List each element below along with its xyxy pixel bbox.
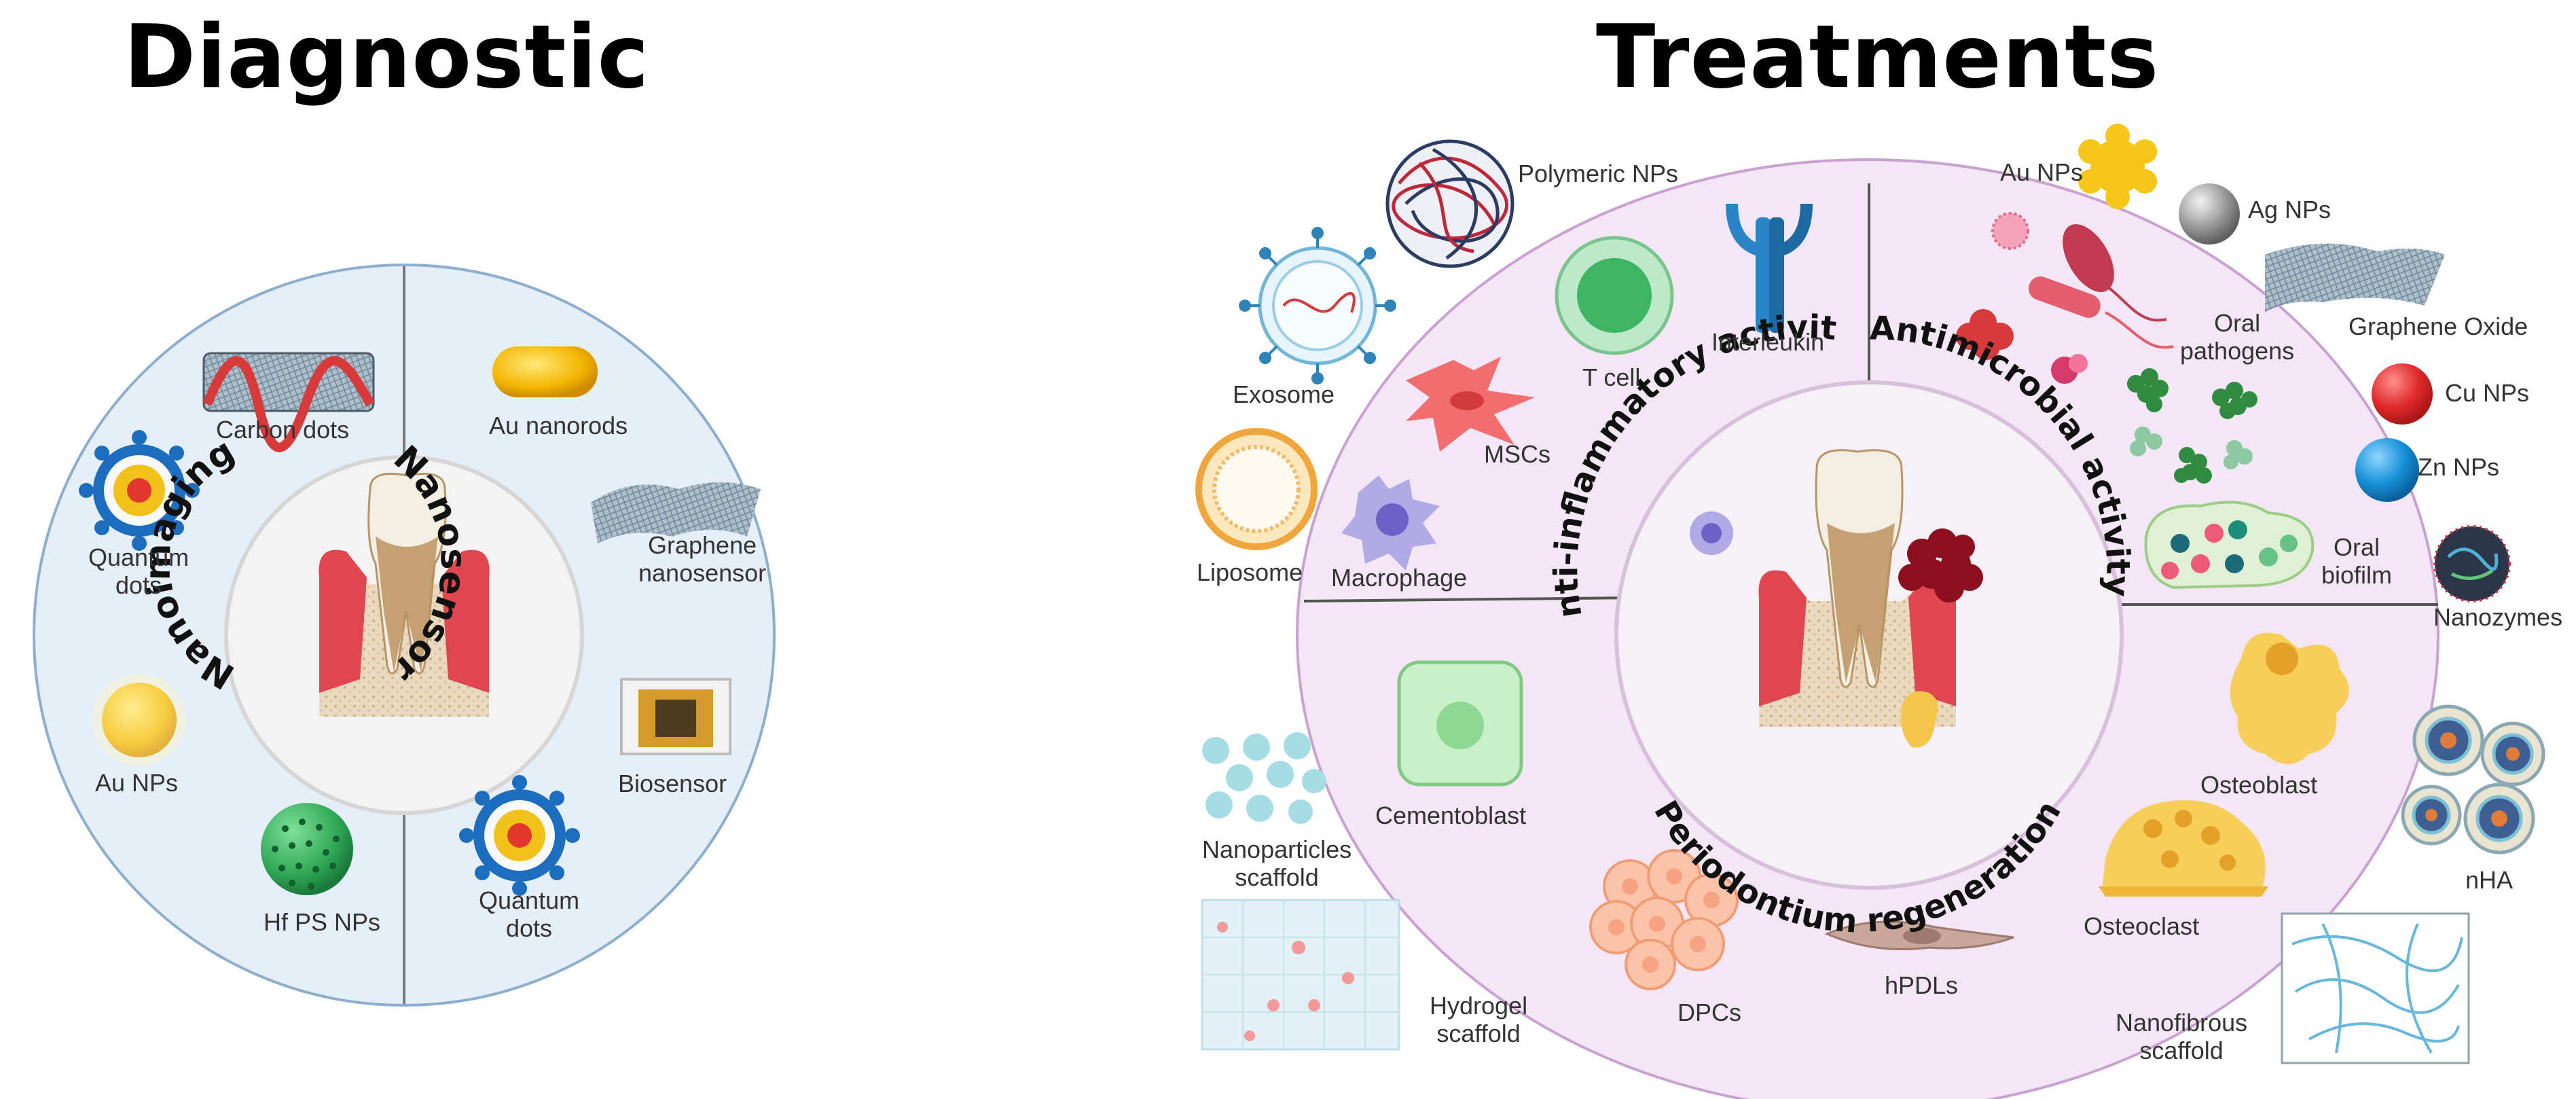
polymeric-nps-icon [1385,139,1514,268]
oral-pathogens-icon [1956,212,2174,384]
osteoclast-label: Osteoclast [2084,912,2200,940]
osteoclast-icon [2099,800,2268,897]
mscs-label: MSCs [1484,440,1550,468]
macrophage-icon [1341,475,1440,571]
t-cell-label: T cell [1582,363,1641,391]
osteoblast-icon [2230,632,2349,764]
exosome-icon [1239,227,1396,384]
hpdls-icon [1824,920,2014,950]
nanozymes-icon [2433,525,2511,602]
biosensor-icon [620,678,731,755]
liposome-label: Liposome [1197,558,1303,586]
bacteria-clusters-icon [2127,368,2257,484]
cu-nps-icon [2372,363,2433,425]
au-nps-right-icon [2078,124,2157,209]
diagnostic-title: Diagnostic [124,7,650,108]
au-nps-left-icon [102,683,177,757]
au-nps-right-label: Au NPs [2000,158,2084,186]
diagnostic-tooth-icon [319,473,490,717]
cu-nps-label: Cu NPs [2445,379,2530,407]
au-nps-left-label: Au NPs [95,769,179,797]
oral-biofilm-icon [2144,501,2315,590]
cementoblast-icon [1397,660,1523,787]
treatments-title: Treatments [1596,7,2160,108]
osteoblast-label: Osteoblast [2200,771,2318,799]
treatments-divider-left [1303,596,1637,602]
graphene-oxide-label: Graphene Oxide [2348,312,2528,340]
interleukin-icon [1726,203,1813,333]
graphene-oxide-icon [2265,243,2445,312]
nha-icon [2401,704,2545,854]
liposome-icon [1195,428,1318,550]
zn-nps-icon [2355,438,2419,502]
ag-nps-label: Ag NPs [2248,196,2332,223]
nanofibrous-scaffold-icon [2281,912,2470,1064]
zn-nps-label: Zn NPs [2418,453,2500,481]
ag-nps-icon [2179,183,2240,245]
graphene-nanosensor-icon [591,482,761,543]
biosensor-label: Biosensor [618,770,727,797]
hf-ps-nps-label: Hf PS NPs [264,908,381,936]
small-macrophage-icon [1690,511,1733,555]
nanoparticles-scaffold-icon [1202,732,1326,824]
quantum-dots-right-icon [459,775,580,896]
cementoblast-label: Cementoblast [1375,801,1527,829]
small-osteoblast-icon [1901,691,1938,748]
dpcs-label: DPCs [1677,998,1742,1026]
exosome-label: Exosome [1233,380,1335,408]
hydrogel-scaffold-icon [1201,899,1400,1051]
interleukin-label: Interleukin [1711,328,1825,356]
carbon-dots-label: Carbon dots [216,416,350,444]
treatments-tooth-icon [1758,449,1983,748]
au-nanorods-label: Au nanorods [489,412,628,439]
macrophage-label: Macrophage [1331,564,1468,592]
carbon-dots-icon [202,352,375,452]
nanozymes-label: Nanozymes [2433,603,2563,631]
hpdls-label: hPDLs [1885,971,1959,999]
au-nanorods-icon [492,346,598,397]
quantum-dots-left-icon [79,430,200,551]
t-cell-icon [1555,236,1674,355]
polymeric-nps-label: Polymeric NPs [1518,160,1679,187]
nha-label: nHA [2465,866,2514,894]
